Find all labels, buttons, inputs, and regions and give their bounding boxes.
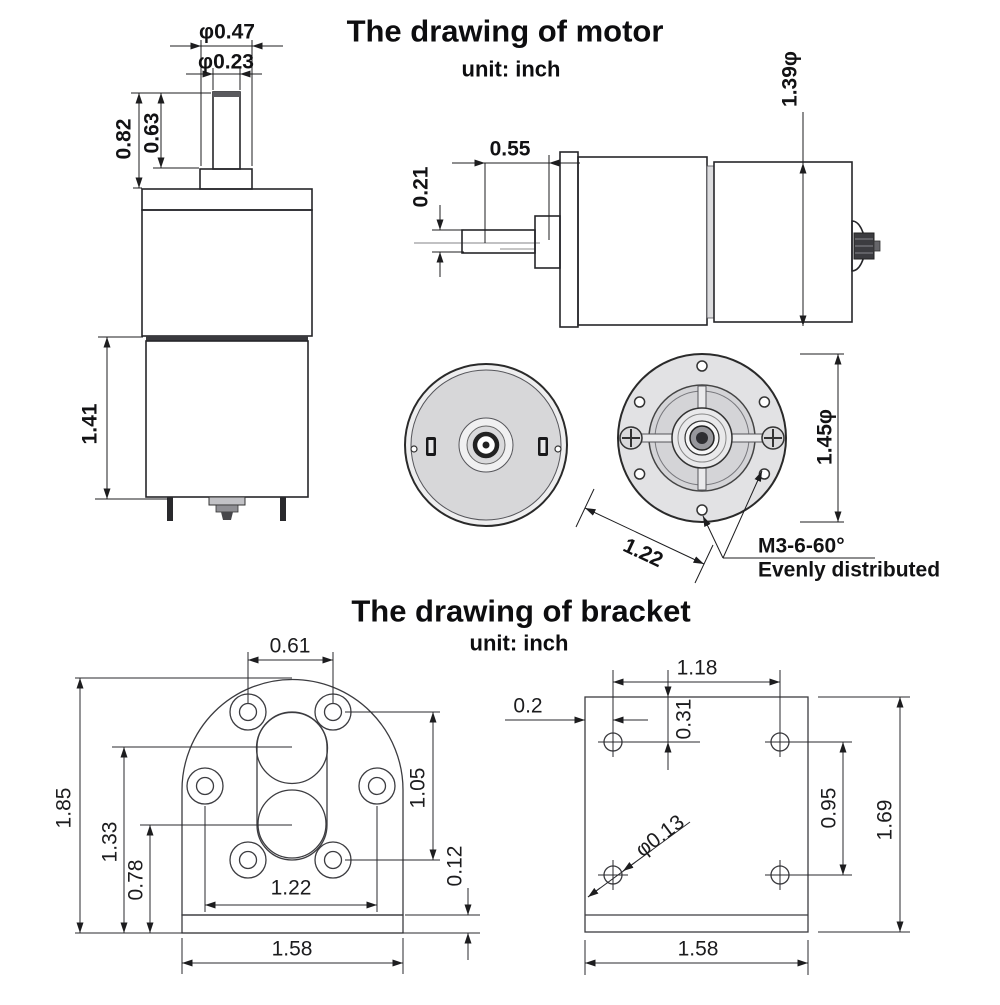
dim-mounting-holes: M3-6-60° — [758, 535, 845, 558]
motor-flange-view: 1.45φ 1.22 M3-6-60° Evenly distributed — [575, 353, 940, 584]
dim-flange-diameter: 1.45φ — [814, 409, 837, 465]
mount-hole-6 — [633, 396, 646, 408]
body-junction — [146, 336, 308, 341]
dim-side-shaft-length: 0.55 — [490, 138, 531, 161]
cross-arm-left — [640, 433, 674, 443]
bracket-side-view: 1.18 0.2 0.31 0.95 1.69 1.58 φ0.13 — [505, 657, 910, 975]
dim-side-hole-spacing: 1.22 — [271, 877, 312, 900]
rear-shaft-tip — [221, 512, 233, 520]
bracket-drawing-header: The drawing of bracket unit: inch — [351, 594, 690, 656]
dim-side-overall-width: 1.58 — [678, 938, 719, 961]
rear-shaft-center — [482, 441, 490, 449]
motor-unit-label: unit: inch — [462, 57, 561, 82]
rear-hole-left — [410, 445, 418, 453]
dim-edge-to-hole: 0.2 — [513, 695, 542, 718]
dim-right-hole-spacing: 1.05 — [407, 768, 430, 809]
dim-front-overall-width: 1.58 — [272, 938, 313, 961]
motor-front-view: φ0.47 φ0.23 0.82 0.63 1.41 — [79, 21, 313, 521]
front-shaft-hole — [696, 432, 708, 444]
side-body-step — [706, 165, 715, 319]
dim-upper-circle-height: 1.33 — [99, 822, 122, 863]
cross-arm-bottom — [697, 466, 707, 491]
dim-overall-height: 1.85 — [53, 788, 76, 829]
dim-side-shaft-diameter: 0.21 — [410, 166, 433, 207]
dim-lower-circle-height: 0.78 — [125, 860, 148, 901]
dim-foot-height: 0.12 — [444, 846, 467, 887]
terminal-pin-right — [280, 497, 286, 521]
dim-shaft-length-front: 0.63 — [141, 113, 164, 154]
motor-drawing-header: The drawing of motor unit: inch — [347, 14, 664, 82]
rear-bearing-boss — [208, 496, 246, 506]
dim-body-diameter: 1.39φ — [779, 51, 802, 107]
bracket-unit-label: unit: inch — [470, 631, 569, 656]
motor-rear-view — [404, 363, 568, 527]
terminal-pin-left — [167, 497, 173, 521]
rear-hole-right — [554, 445, 562, 453]
dim-shaft-diameter-front: φ0.23 — [198, 51, 254, 74]
vent-slot-left-inner — [428, 440, 434, 453]
dim-boss-diameter: φ0.47 — [199, 21, 255, 44]
dim-shaft-total-length: 0.82 — [113, 119, 136, 160]
motor-side-view: 0.55 0.21 1.39φ — [410, 51, 881, 328]
vent-slot-right-inner — [540, 440, 546, 453]
rear-bearing-step — [215, 504, 239, 513]
shaft-end-face — [213, 92, 240, 97]
mount-hole-4 — [696, 504, 708, 516]
dim-motor-body-length: 1.41 — [79, 403, 102, 444]
bracket-title: The drawing of bracket — [351, 594, 690, 629]
cross-arm-top — [697, 385, 707, 410]
dim-top-hole-spacing: 0.61 — [270, 635, 311, 658]
dim-top-to-hole: 0.31 — [673, 699, 696, 740]
mount-hole-1 — [696, 360, 708, 372]
motor-side-dimensions: 0.55 0.21 1.39φ — [410, 51, 807, 326]
dim-side-top-hole-spacing: 1.18 — [677, 657, 718, 680]
mount-hole-5 — [633, 468, 646, 480]
rear-terminal-tip — [873, 240, 881, 252]
front-hub-ring — [677, 413, 727, 463]
bracket-front-dimensions: 0.61 1.85 1.33 0.78 1.05 0.12 1.22 — [53, 635, 480, 974]
mount-hole-2 — [758, 396, 771, 408]
dim-mounting-note: Evenly distributed — [758, 559, 940, 582]
dim-side-right-hole-spacing: 0.95 — [818, 788, 841, 829]
bracket-front-view: 0.61 1.85 1.33 0.78 1.05 0.12 1.22 — [53, 635, 480, 974]
dim-side-overall-height: 1.69 — [874, 800, 897, 841]
side-plate-outline — [584, 696, 809, 933]
bracket-plate-outline — [181, 678, 404, 916]
cross-arm-right — [730, 433, 764, 443]
lower-center-hole — [257, 789, 327, 859]
motor-front-dimensions: φ0.47 φ0.23 0.82 0.63 1.41 — [79, 21, 283, 500]
motor-title: The drawing of motor — [347, 14, 664, 49]
side-plate-holes — [598, 727, 795, 890]
upper-center-hole — [255, 711, 329, 785]
